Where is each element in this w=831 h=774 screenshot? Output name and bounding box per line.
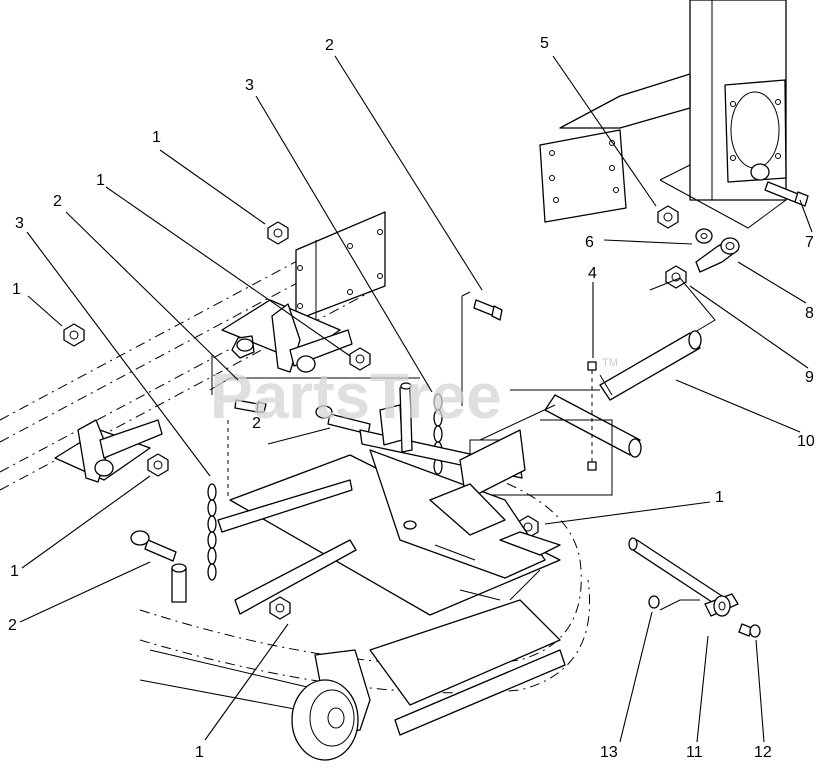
callout-6: 6	[585, 234, 594, 251]
callout-1-upper: 1	[152, 129, 161, 146]
callout-2-center: 2	[252, 415, 261, 432]
pivot-bracket-11	[628, 537, 761, 638]
callout-2-left: 2	[53, 193, 62, 210]
callout-8: 8	[805, 305, 814, 322]
watermark-text: PartsTree	[210, 360, 502, 432]
callout-3-top: 3	[245, 77, 254, 94]
callout-13: 13	[600, 744, 618, 761]
callout-2-lower: 2	[8, 617, 17, 634]
callout-12: 12	[754, 744, 772, 761]
mower-deck	[139, 382, 591, 736]
callout-9: 9	[805, 369, 814, 386]
callout-3-left: 3	[15, 215, 24, 232]
nut-1-deck	[269, 596, 291, 620]
chain-3-left	[207, 420, 229, 581]
bolt-2-left	[234, 399, 267, 413]
callout-11: 11	[686, 744, 703, 761]
callout-2-top: 2	[325, 37, 334, 54]
nut-1-lower-left	[147, 453, 169, 477]
callout-1-left: 1	[12, 281, 21, 298]
callout-4: 4	[588, 265, 597, 282]
callout-1-lower-left: 1	[10, 563, 19, 580]
nut-1-center	[349, 347, 371, 371]
callout-5: 5	[540, 35, 549, 52]
callout-labels: 1 1 1 1 1 1 2 2 2 2 3 3 4 5 6 7 8 9 10 1…	[8, 35, 815, 761]
callout-1-bottom: 1	[195, 744, 204, 761]
nut-1-upper	[267, 221, 289, 245]
gauge-wheel	[291, 649, 371, 761]
bolt-2-upper	[461, 291, 503, 406]
bolt-7	[764, 181, 809, 207]
lower-hanger-bracket	[54, 419, 163, 483]
rod-10	[469, 330, 702, 496]
watermark-trademark: TM	[602, 357, 618, 369]
bolt-2-lower	[130, 530, 187, 603]
callout-1-right: 1	[715, 489, 724, 506]
leader-lines	[19, 55, 813, 743]
hardware-group-5-9	[649, 205, 740, 336]
callout-7: 7	[805, 234, 814, 251]
callout-1-bracket: 1	[96, 172, 105, 189]
nut-1-left	[63, 323, 85, 347]
upper-hanger-bracket	[221, 299, 353, 373]
watermark: PartsTree TM	[210, 357, 618, 432]
callout-10: 10	[797, 433, 815, 450]
frame-bracket-assembly	[539, 0, 787, 229]
